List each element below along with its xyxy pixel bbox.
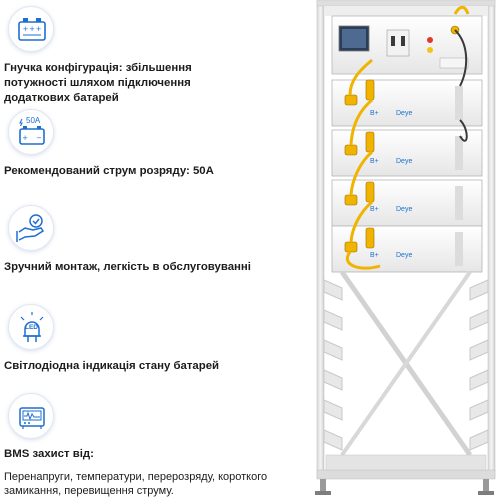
feature-subtext: Перенапруги, температури, перерозряду, к… <box>4 471 268 497</box>
svg-text:−: − <box>36 134 42 142</box>
bms-protection-icon <box>8 393 54 439</box>
battery-config-icon: + + + <box>8 6 54 52</box>
svg-text:+: + <box>29 25 35 33</box>
svg-text:+: + <box>23 25 29 33</box>
feature-easy-install: Зручний монтаж, легкість в обслуговуванн… <box>4 205 300 275</box>
module-brand-label: Deye <box>396 252 413 259</box>
led-icon: LED <box>8 304 54 350</box>
svg-text:+: + <box>22 134 28 142</box>
product-image: B+ Deye B+ Deye B+ Deye B+ Deye <box>300 0 500 500</box>
module-terminal-label: B+ <box>370 110 379 117</box>
feature-discharge-current: + − 50A Рекомендований струм розряду: 50… <box>4 109 300 179</box>
feature-text: BMS захист від: <box>4 448 94 460</box>
module-terminal-label: B+ <box>370 252 379 259</box>
feature-bms-protection: BMS захист від: Перенапруги, температури… <box>4 393 300 498</box>
feature-text: Зручний монтаж, легкість в обслуговуванн… <box>4 261 251 273</box>
svg-text:+: + <box>36 25 42 33</box>
module-brand-label: Deye <box>396 110 413 117</box>
hand-check-icon <box>8 205 54 251</box>
features-list: + + + Гнучка конфігурація: збільшення по… <box>4 6 300 498</box>
feature-text: Гнучка конфігурація: збільшення потужнос… <box>4 62 192 104</box>
feature-led-indication: LED Світлодіодна індикація стану батарей <box>4 304 300 374</box>
battery-50a-icon: + − 50A <box>8 109 54 155</box>
led-badge: LED <box>25 324 38 331</box>
current-badge: 50A <box>26 116 41 125</box>
battery-rack-illustration <box>315 0 496 495</box>
feature-text: Світлодіодна індикація стану батарей <box>4 360 220 372</box>
feature-flexible-config: + + + Гнучка конфігурація: збільшення по… <box>4 6 300 106</box>
feature-text: Рекомендований струм розряду: 50А <box>4 165 214 177</box>
module-brand-label: Deye <box>396 206 413 213</box>
module-terminal-label: B+ <box>370 206 379 213</box>
module-terminal-label: B+ <box>370 158 379 165</box>
module-brand-label: Deye <box>396 158 413 165</box>
